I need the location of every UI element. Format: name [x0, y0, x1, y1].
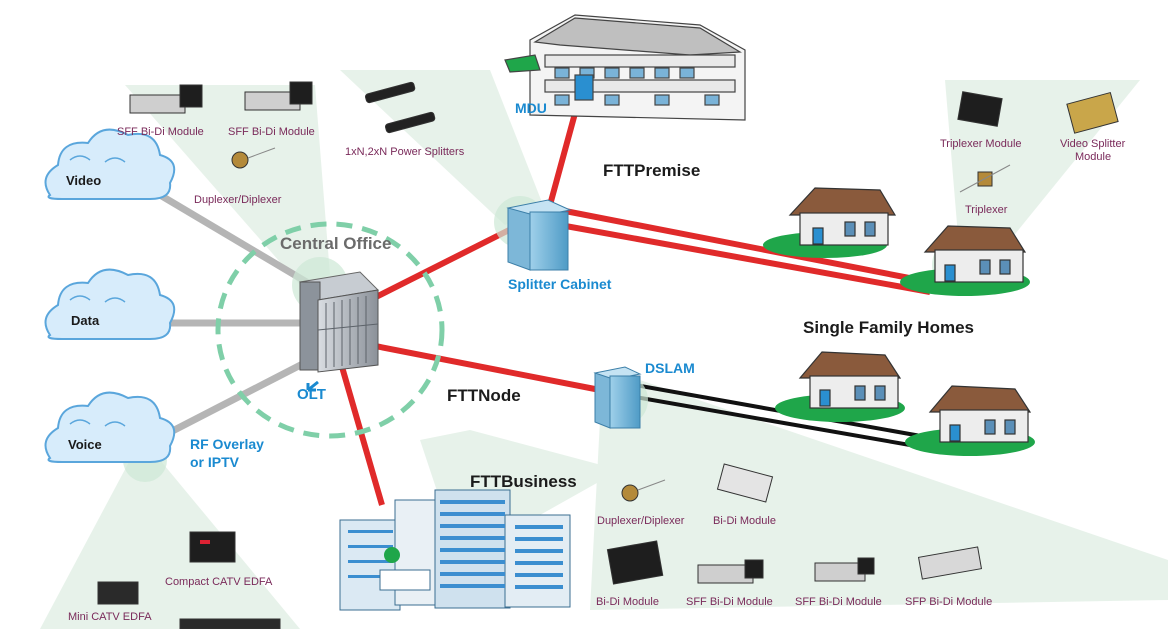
compact-catv-edfa-label: Compact CATV EDFA [165, 576, 273, 588]
duplexer-bottom-icon [621, 479, 666, 502]
triplexer-label: Triplexer [965, 204, 1008, 216]
fiber-splitter-home1 [559, 207, 931, 285]
bidi-module-bottom-icon [606, 540, 664, 585]
bidi-module-bottom-label: Bi-Di Module [596, 596, 659, 608]
cloud-data [44, 268, 176, 340]
ftt-business-label: FTTBusiness [470, 472, 577, 491]
fiber-splitter-home2 [559, 222, 931, 295]
triplexer-module-icon [957, 91, 1003, 127]
video-splitter-label-line1: Video Splitter [1060, 138, 1126, 150]
mdu-label: MDU [515, 100, 547, 116]
cloud-label-voice: Voice [68, 437, 102, 452]
sfp-bidi-module-icon [917, 546, 983, 580]
sff-bidi-module-1-label: SFF Bi-Di Module [117, 126, 204, 138]
home-1-icon [763, 187, 897, 258]
edfa-unit-partial-icon [179, 618, 281, 629]
sff-bidi-module-4-icon [814, 557, 875, 582]
cloud-swirl-icons [69, 155, 126, 427]
mini-catv-edfa-icon [97, 581, 139, 605]
triplexer-module-label: Triplexer Module [940, 138, 1022, 150]
central-office-label: Central Office [280, 234, 392, 253]
business-buildings-icon [339, 489, 571, 611]
olt-label: OLT [297, 386, 326, 403]
cloud-label-data: Data [71, 313, 100, 328]
power-splitter-2-icon [384, 111, 436, 134]
home-3-icon [775, 351, 905, 422]
compact-catv-edfa-icon [189, 531, 236, 563]
fan-dslam-products [590, 380, 1168, 610]
triplexer-icon [959, 164, 1011, 193]
single-family-homes-label: Single Family Homes [803, 318, 974, 337]
fttpremise-label: FTTPremise [603, 161, 701, 180]
cloud-data-shape [44, 268, 176, 340]
fan-olt-modules [125, 85, 330, 285]
dslam-label: DSLAM [645, 360, 695, 376]
cloud-video [44, 128, 176, 200]
cloud-label-video: Video [66, 173, 102, 188]
cloud-voice-shape [44, 391, 176, 463]
power-splitter-1-icon [364, 81, 416, 104]
rf-overlay-label-line1: RF Overlay [190, 436, 264, 452]
cloud-video-shape [44, 128, 176, 200]
splitter-cabinet-label: Splitter Cabinet [508, 276, 612, 292]
power-splitters-label: 1xN,2xN Power Splitters [345, 146, 465, 158]
sfp-bidi-module-label: SFP Bi-Di Module [905, 596, 993, 608]
dslam-cabinet-icon [593, 366, 642, 429]
trunk-voice [153, 351, 322, 444]
central-office-ring [215, 221, 445, 439]
trunk-lines [153, 191, 322, 444]
mini-catv-edfa-label: Mini CATV EDFA [68, 611, 152, 623]
home-4-icon [905, 385, 1035, 456]
sff-bidi-module-2-icon [244, 81, 313, 111]
video-splitter-module-icon [1066, 91, 1119, 134]
trunk-video [158, 191, 322, 294]
fan-voice-products [40, 460, 300, 629]
video-splitter-label-line2: Module [1075, 151, 1112, 163]
cloud-voice [44, 391, 176, 463]
highlight-fans [40, 70, 1168, 629]
bidi-module-top-icon [716, 463, 774, 503]
fan-splitters [340, 70, 545, 225]
olt-rack [298, 271, 380, 373]
bidi-module-top-label: Bi-Di Module [713, 515, 776, 527]
sff-bidi-module-3-label: SFF Bi-Di Module [686, 596, 773, 608]
product-icons [97, 81, 1119, 629]
sff-bidi-module-4-label: SFF Bi-Di Module [795, 596, 882, 608]
duplexer-diplexer-top-label: Duplexer/Diplexer [194, 194, 282, 206]
sff-bidi-module-1-icon [129, 84, 203, 114]
olt-arrow-icon [306, 380, 319, 392]
rf-overlay-label-line2: or IPTV [190, 454, 240, 470]
copper-dslam-home4 [634, 395, 951, 454]
duplexer-diplexer-bottom-label: Duplexer/Diplexer [597, 515, 685, 527]
mdu-building-icon [504, 14, 746, 121]
sff-bidi-module-2-label: SFF Bi-Di Module [228, 126, 315, 138]
fttnode-label: FTTNode [447, 386, 521, 405]
home-2-icon [900, 225, 1030, 296]
duplexer-top-icon [231, 147, 276, 169]
sff-bidi-module-3-icon [697, 559, 764, 584]
fiber-olt-dslam [369, 342, 601, 393]
splitter-cabinet-icon [506, 199, 572, 271]
